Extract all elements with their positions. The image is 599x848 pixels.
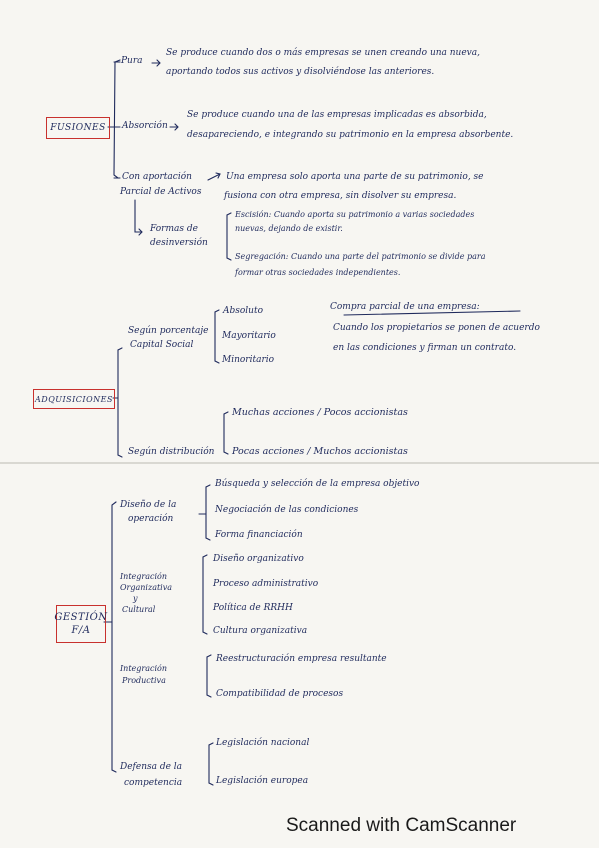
gestion-title-line1: GESTIÓN	[54, 612, 108, 623]
absorcion-label: Absorción	[122, 121, 168, 131]
fusiones-title: FUSIONES	[50, 123, 106, 133]
mayoritario: Mayoritario	[222, 331, 276, 341]
porcentaje-brace	[214, 309, 220, 364]
politica-rrhh: Política de RRHH	[213, 603, 293, 613]
segregacion-line2: formar otras sociedades independientes.	[235, 268, 401, 277]
adq-brace	[117, 347, 123, 458]
integracion-prod-line2: Productiva	[122, 676, 166, 685]
segun-distribucion: Según distribución	[128, 447, 215, 457]
gestion-title-line2: F/A	[71, 625, 91, 636]
muchas-acciones-pocos-accionistas: Muchas acciones / Pocos accionistas	[232, 407, 408, 418]
nota-underline	[343, 310, 521, 316]
diseno-organizativo: Diseño organizativo	[213, 554, 304, 564]
defensa-competencia-line1: Defensa de la	[120, 762, 183, 772]
absorcion-desc-line2: desapareciendo, e integrando su patrimon…	[187, 130, 514, 140]
absorcion-arrow	[169, 123, 179, 131]
camscanner-watermark: Scanned with CamScanner	[286, 815, 517, 836]
aportacion-desc-line1: Una empresa solo aporta una parte de su …	[226, 172, 484, 182]
integracion-org-line2: Organizativa	[120, 583, 173, 592]
busqueda-seleccion: Búsqueda y selección de la empresa objet…	[215, 479, 420, 489]
legislacion-nacional: Legislación nacional	[216, 738, 310, 748]
diseno-op-brace	[205, 484, 211, 541]
legislacion-europea: Legislación europea	[216, 776, 309, 786]
segun-porcentaje-line1: Según porcentaje	[128, 326, 209, 336]
nota-line1: Cuando los propietarios se ponen de acue…	[333, 323, 540, 333]
fusiones-brace	[113, 59, 121, 179]
adquisiciones-title-box: ADQUISICIONES	[33, 389, 115, 409]
pura-desc-line1: Se produce cuando dos o más empresas se …	[166, 48, 480, 58]
pura-arrow	[151, 59, 161, 67]
fusiones-title-box: FUSIONES	[46, 117, 110, 139]
absoluto: Absoluto	[223, 306, 264, 316]
integracion-org-line3: y	[133, 594, 138, 603]
gestion-title-box: GESTIÓN F/A	[54, 605, 108, 643]
diseno-operacion-line1: Diseño de la	[120, 500, 177, 510]
reestructuracion-empresa: Reestructuración empresa resultante	[216, 654, 387, 664]
segregacion-line1: Segregación: Cuando una parte del patrim…	[235, 252, 486, 261]
nota-line2: en las condiciones y firman un contrato.	[333, 343, 517, 353]
segun-porcentaje-line2: Capital Social	[130, 340, 194, 350]
aportacion-arrow	[207, 172, 221, 181]
aportacion-label-line2: Parcial de Activos	[120, 187, 202, 197]
integracion-prod-brace	[206, 654, 212, 698]
negociacion-condiciones: Negociación de las condiciones	[215, 505, 359, 515]
integracion-org-line4: Cultural	[122, 605, 156, 614]
cultura-organizativa: Cultura organizativa	[213, 626, 308, 636]
adquisiciones-title: ADQUISICIONES	[35, 394, 113, 404]
gestion-brace	[111, 501, 117, 773]
minoritario: Minoritario	[222, 355, 275, 365]
integracion-org-brace	[202, 554, 208, 635]
compatibilidad-procesos: Compatibilidad de procesos	[216, 689, 344, 699]
nota-title: Compra parcial de una empresa:	[330, 302, 480, 312]
pura-desc-line2: aportando todos sus activos y disolviénd…	[166, 67, 435, 77]
diseno-operacion-line2: operación	[128, 514, 174, 524]
absorcion-desc-line1: Se produce cuando una de las empresas im…	[187, 110, 487, 120]
aportacion-desc-line2: fusiona con otra empresa, sin disolver s…	[224, 191, 457, 201]
pocas-acciones-muchos-accionistas: Pocas acciones / Muchos accionistas	[232, 446, 408, 457]
formas-label-line2: desinversión	[150, 238, 208, 248]
proceso-administrativo: Proceso administrativo	[213, 579, 319, 589]
pura-label: Pura	[121, 56, 143, 66]
formas-hook	[134, 199, 143, 236]
formas-brace	[226, 212, 232, 261]
integracion-prod-line1: Integración	[120, 664, 167, 673]
escision-line1: Escisión: Cuando aporta su patrimonio a …	[235, 210, 475, 219]
aportacion-label-line1: Con aportación	[122, 172, 192, 182]
formas-label-line1: Formas de	[150, 224, 198, 234]
forma-financiacion: Forma financiación	[215, 530, 303, 540]
integracion-org-line1: Integración	[120, 572, 167, 581]
escision-line2: nuevas, dejando de existir.	[235, 224, 343, 233]
defensa-competencia-line2: competencia	[124, 778, 183, 788]
defensa-brace	[208, 742, 214, 786]
page-fold-line	[0, 462, 599, 464]
distribucion-brace	[223, 411, 229, 455]
